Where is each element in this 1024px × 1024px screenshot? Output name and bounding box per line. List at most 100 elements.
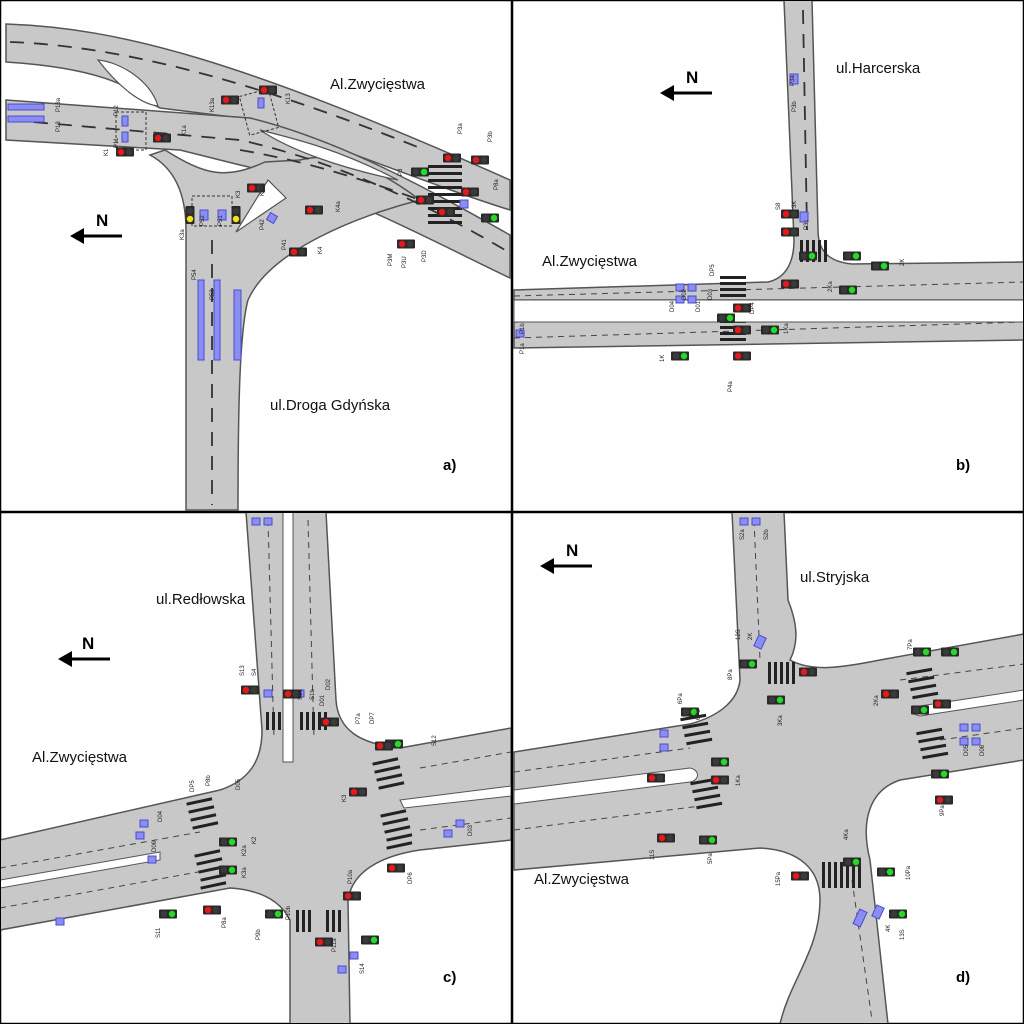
signal-head [203,905,221,915]
crosswalk-stripe [828,862,831,888]
north-arrow-b: N [660,68,712,101]
signal-code: P3a [458,123,464,134]
detector-loop [263,517,273,526]
signal-code: DP7 [370,712,376,724]
signal-head [231,206,241,224]
signal-head [781,227,799,237]
signal-head [699,835,717,845]
crosswalk-stripe [818,240,821,262]
signal-code: 10Pa [906,865,912,880]
crosswalk-stripe [332,910,335,932]
road-ul-stryjska [513,513,1023,1023]
crosswalk-stripe [686,737,713,746]
signal-code: P10a [348,869,354,884]
signal-head [315,937,333,947]
signal-head [397,239,415,249]
road-shape [660,85,674,101]
signal-head [671,351,689,361]
detector-loop [659,743,669,752]
north-arrow-d: N [540,541,592,574]
signal-code: K13a [210,97,216,112]
crosswalk-stripe [190,813,217,822]
crosswalk-stripe [780,662,783,684]
signal-head [416,195,434,205]
crosswalk-stripe [428,193,462,196]
signal-head [843,857,861,867]
signal-code: P54 [192,269,198,280]
signal-code: 9Pa [940,805,946,816]
crosswalk-stripe [690,777,717,786]
panel-c: S13 S4 S1a S1b S12 K3 K3a K2 K2a S11 S14… [1,513,511,1023]
signal-code: D03 [708,288,714,300]
crosswalk-stripe [680,713,707,722]
crosswalk-stripe [840,862,843,888]
lane-marking [802,9,808,231]
lane-marking [939,727,1023,741]
signal-code: 15Pa [776,871,782,886]
signal-code: P13a [56,97,62,112]
signal-code: K4a [336,201,342,212]
signal-code: K13 [286,93,292,104]
lane-marking [9,119,506,251]
road-shape [70,228,84,244]
signal-head [781,279,799,289]
crosswalk-stripe [194,849,221,858]
signal-code: P11a [332,938,338,952]
signal-head [241,685,259,695]
detector-loop [675,295,685,304]
signal-head [941,647,959,657]
signal-code: K3 [236,190,242,198]
signal-code: DP5 [710,264,716,276]
signal-code: 13S [900,929,906,940]
signal-code: P3M [388,254,394,266]
crosswalk-stripe [300,712,303,730]
street-label: ul.Droga Gdyńska [270,397,391,414]
crosswalk-stripe [428,221,462,224]
street-label: ul.Redłowska [156,591,246,608]
crosswalk-stripe [852,862,855,888]
signal-head [711,757,729,767]
detector-loop [263,689,273,698]
signal-code: 4K [886,925,892,932]
lane-marking [307,519,315,741]
signal-head [881,689,899,699]
crosswalk-stripe [684,729,711,738]
lane-marking [267,519,275,741]
signal-code: D06 [980,744,986,756]
signal-code: DP5 [190,780,196,792]
signal-code: S13 [240,665,246,676]
detector-loop [751,517,761,526]
signal-head [843,251,861,261]
crosswalk-stripe [682,721,709,730]
crosswalk-stripe [806,240,809,262]
signal-code: S2b [764,529,770,540]
north-label: N [96,211,108,230]
detector-loop [337,965,347,974]
signal-code: S14 [360,963,366,974]
signal-code: 12S [736,629,742,640]
signal-head [877,867,895,877]
signal-code: S8 [776,202,782,210]
street-label: Al.Zwycięstwa [542,253,638,270]
signal-head [739,659,757,669]
signal-code: D04 [670,300,676,312]
signal-code: D01 [320,694,326,706]
signal-head [717,313,735,323]
crosswalk-stripe [906,667,933,676]
signal-head [153,133,171,143]
detector-loop [199,209,209,221]
detector-loop [753,634,767,650]
signal-code: K3 [342,794,348,802]
signal-head [375,741,393,751]
panel-label: c) [443,969,456,986]
signal-code: S1a [298,689,304,700]
crosswalk-stripe [916,727,943,736]
signal-code: K2 [252,836,258,844]
crosswalk-stripe [386,833,413,842]
signal-code: P3a [790,75,796,86]
signal-code: P8a [222,917,228,928]
detector-loop [871,904,885,920]
lane-marking [851,879,873,1021]
lane-marking [513,747,691,773]
signal-code: P53 [210,289,216,300]
